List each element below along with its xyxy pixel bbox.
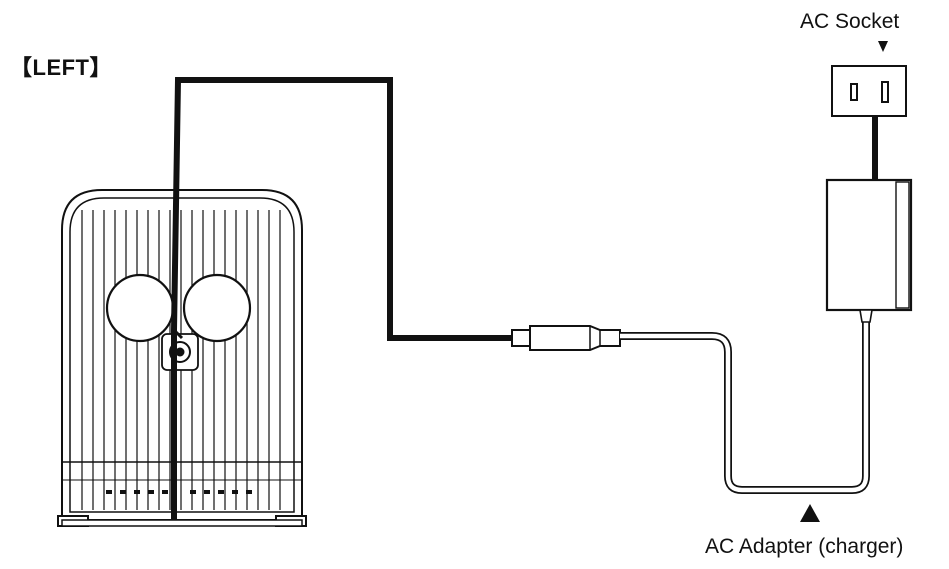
dc-cable: [171, 77, 517, 520]
ac-socket: [831, 65, 907, 117]
ac-socket-label: AC Socket: [800, 10, 900, 33]
ac-adapter: [825, 178, 913, 323]
ac-adapter-label: AC Adapter (charger): [705, 535, 904, 558]
dc-plug: [511, 325, 621, 351]
adapter-cable: [620, 320, 870, 494]
side-label: 【LEFT】: [10, 55, 112, 80]
adapter-pointer-icon: [800, 504, 820, 522]
socket-pointer-icon: [878, 41, 888, 52]
